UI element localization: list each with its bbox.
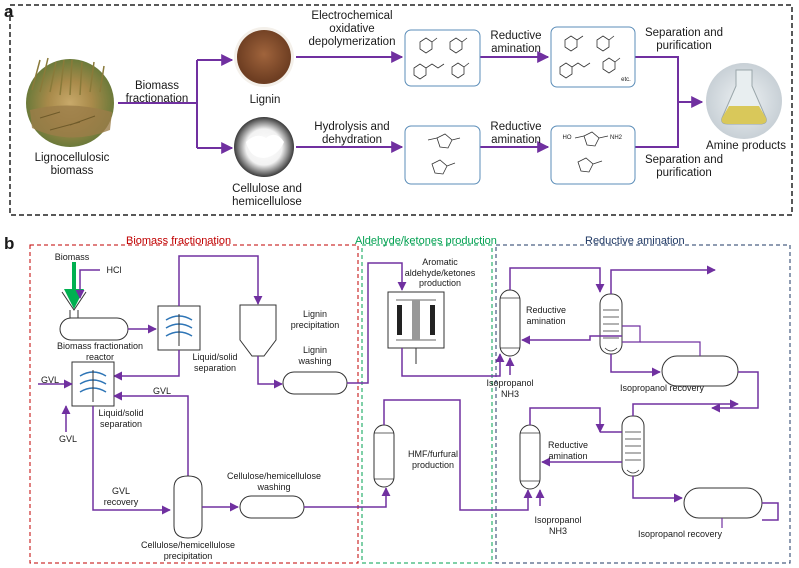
bottom-step2-label: Reductive amination: [490, 121, 542, 146]
cellulose-photo: [234, 117, 294, 177]
red-am2-label: Reductive amination: [547, 440, 589, 461]
amination-title: Reductive amination: [585, 235, 685, 247]
furans-box: [404, 125, 481, 185]
lignin-photo: [234, 27, 294, 87]
amine-structures-bottom: [574, 131, 609, 173]
cellulose-wash-label: Cellulose/hemicellulose washing: [226, 471, 322, 492]
cellulose-precip-label: Cellulose/hemicellulose precipitation: [140, 540, 236, 561]
gvl-recovery-label: GVL recovery: [103, 486, 139, 507]
lignin-wash-label: Lignin washing: [298, 345, 332, 366]
amination-reactor-1: [499, 289, 521, 357]
amine-structures-top: [559, 35, 621, 79]
panel-a-letter: a: [4, 2, 14, 21]
ls-sep1-label: Liquid/solid separation: [192, 352, 238, 373]
cellulose-precip-vessel: [173, 475, 203, 539]
production-section: [361, 244, 493, 564]
lignin-precip-label: Lignin precipitation: [290, 309, 340, 330]
fractionation-title: Biomass fractionation: [126, 235, 232, 247]
hmf-reactor: [373, 424, 395, 488]
biomass-feed-label: Biomass: [54, 252, 90, 262]
bottom-step1-label: Hydrolysis and dehydration: [314, 121, 390, 146]
fractionation-label: Biomass fractionation: [125, 80, 189, 105]
top-step3-label: Separation and purification: [644, 27, 723, 52]
furan-structures: [427, 133, 461, 175]
source-biomass-label: Lignocellulosic biomass: [34, 152, 110, 177]
production-title: Aldehyde/ketones production: [355, 235, 497, 247]
top-step1-label: Electrochemical oxidative depolymerizati…: [308, 10, 396, 48]
product-label: Amine products: [706, 140, 786, 152]
gvl-mid-label: GVL: [152, 386, 171, 396]
hmf-prod-label: HMF/furfural production: [407, 449, 458, 470]
reactor-label: Biomass fractionation reactor: [56, 341, 144, 362]
iso-recovery-tank-2: [683, 487, 763, 519]
cellulose-label: Cellulose and hemicellulose: [232, 183, 302, 208]
iso-rec2-label: Isopropanol recovery: [637, 529, 723, 539]
top-step2-label: Reductive amination: [490, 30, 542, 55]
bottom-step3-label: Separation and purification: [644, 154, 723, 179]
lignin-precip-vessel: [239, 304, 277, 357]
fractionation-reactor: [59, 317, 129, 341]
amination-section: [495, 244, 791, 564]
nh2-label: NH2: [609, 135, 622, 141]
amine-flask-photo: [706, 63, 782, 139]
iso-recovery-tank-1: [661, 355, 739, 387]
biomass-photo: [26, 57, 114, 147]
fractionation-section: [29, 244, 359, 564]
etc-label: etc.: [621, 77, 631, 83]
iso-rec1-label: Isopropanol recovery: [619, 383, 705, 393]
cellulose-washer: [239, 495, 305, 519]
amines-box-bottom: [550, 125, 636, 185]
gvl-bottom-label: GVL: [58, 434, 77, 444]
ls-sep2-label: Liquid/solid separation: [98, 408, 144, 429]
gvl-in-label: GVL: [40, 375, 59, 385]
hcl-label: HCl: [106, 265, 122, 275]
panel-b-letter: b: [4, 234, 15, 253]
lignin-label: Lignin: [249, 94, 281, 106]
oh-label: HO: [562, 135, 572, 141]
amination-reactor-2: [519, 424, 541, 490]
red-am1-label: Reductive amination: [525, 305, 567, 326]
iso1-label: Isopropanol NH3: [486, 378, 534, 399]
iso2-label: Isopropanol NH3: [534, 515, 582, 536]
aldehyde-structures: [413, 37, 470, 80]
aromatic-prod-label: Aromatic aldehyde/ketones production: [404, 257, 476, 288]
lignin-washer: [282, 371, 348, 395]
aldehydes-box: [404, 29, 481, 87]
